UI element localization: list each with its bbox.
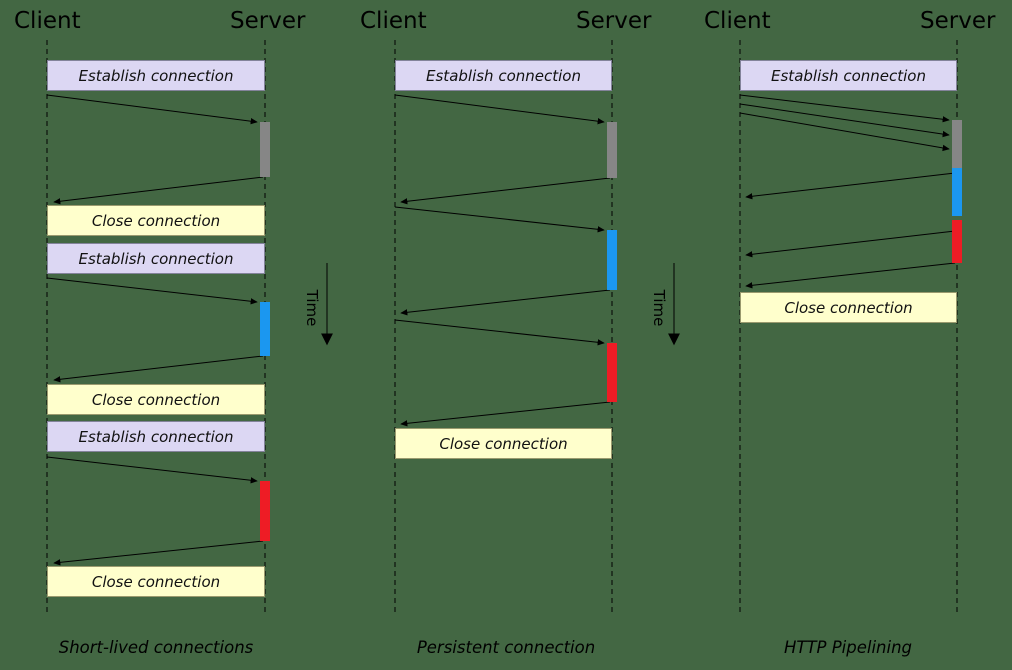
response-arrow	[53, 355, 264, 383]
request-arrow	[394, 206, 605, 233]
request-arrow	[739, 112, 950, 152]
client-label: Client	[360, 8, 427, 34]
response-arrow	[745, 262, 956, 289]
server-label: Server	[230, 8, 306, 34]
close-connection-box: Close connection	[47, 384, 265, 415]
close-connection-box: Close connection	[47, 566, 265, 597]
server-label: Server	[920, 8, 996, 34]
establish-connection-box: Establish connection	[395, 60, 612, 91]
client-label: Client	[704, 8, 771, 34]
client-label: Client	[14, 8, 81, 34]
time-axes	[321, 263, 680, 346]
processing-bar-gray	[607, 122, 617, 178]
establish-connection-box: Establish connection	[47, 421, 265, 452]
request-arrow	[739, 103, 950, 138]
request-arrow	[46, 456, 258, 484]
processing-bar-red	[260, 481, 270, 541]
processing-bar-blue	[607, 230, 617, 290]
response-arrow	[745, 230, 956, 258]
response-arrow	[400, 401, 611, 427]
establish-connection-box: Establish connection	[47, 243, 265, 274]
request-arrow	[394, 319, 605, 346]
panel3-lines	[739, 40, 958, 612]
panel-caption-short-lived: Short-lived connections	[58, 638, 254, 657]
request-arrow	[46, 277, 258, 305]
response-arrow	[53, 540, 264, 566]
close-connection-box: Close connection	[47, 205, 265, 236]
processing-bar-gray	[260, 122, 270, 177]
response-arrow	[400, 177, 611, 205]
server-label: Server	[576, 8, 652, 34]
panel-caption-persistent: Persistent connection	[416, 638, 596, 657]
processing-bar-blue	[260, 302, 270, 356]
close-connection-box: Close connection	[740, 292, 957, 323]
time-axis-label: Time	[650, 289, 668, 327]
response-arrow	[745, 172, 956, 200]
panel-caption-pipelining: HTTP Pipelining	[783, 638, 913, 657]
establish-connection-box: Establish connection	[47, 60, 265, 91]
request-arrow	[46, 94, 258, 125]
response-arrow	[400, 289, 611, 316]
establish-connection-box: Establish connection	[740, 60, 957, 91]
request-arrow	[394, 94, 605, 125]
panel1-lines	[46, 40, 266, 612]
processing-bar-red	[952, 220, 962, 263]
response-arrow	[53, 176, 264, 205]
processing-bar-red	[607, 343, 617, 402]
close-connection-box: Close connection	[395, 428, 612, 459]
processing-bar-gray	[952, 120, 962, 168]
request-arrow	[739, 94, 950, 123]
panel2-lines	[394, 40, 613, 612]
time-axis-label: Time	[303, 289, 321, 327]
processing-bar-blue	[952, 168, 962, 216]
